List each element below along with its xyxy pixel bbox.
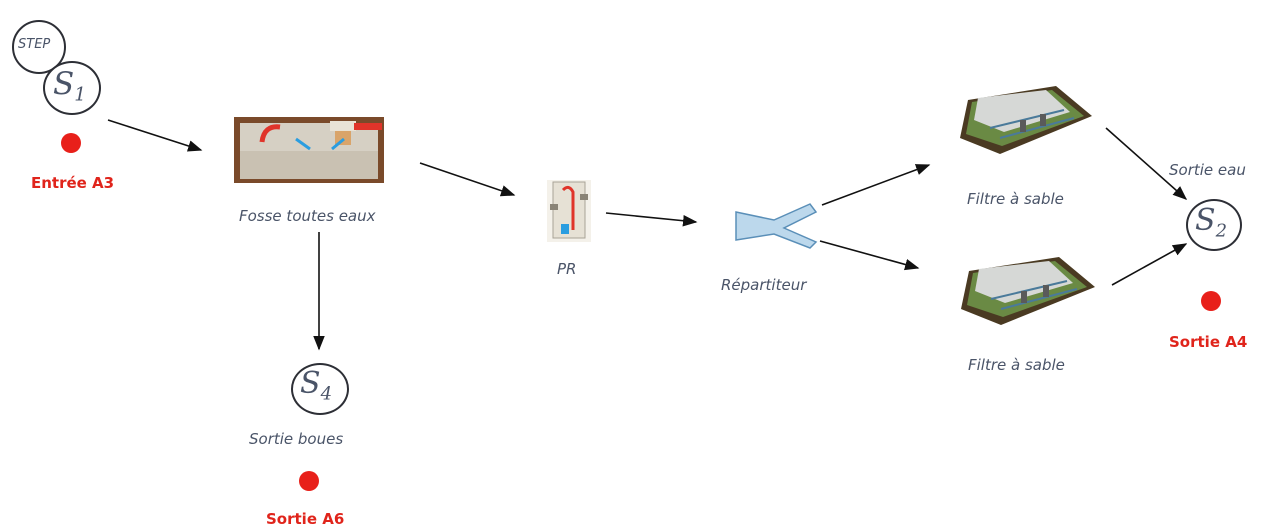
label-fosse: Fosse toutes eaux (239, 207, 376, 225)
sampling-label-entree: Entrée A3 (31, 174, 115, 192)
sampling-dot-a6 (299, 471, 319, 491)
label-sortie-eau: Sortie eau (1169, 161, 1246, 179)
sand-filter-image-top (960, 80, 1094, 160)
arrow-filter-top-to-s2 (1105, 127, 1188, 200)
s1-circle (43, 61, 101, 115)
arrow-s1-to-fosse (107, 119, 203, 152)
label-filtre-top: Filtre à sable (967, 190, 1064, 208)
s4-label: S4 (300, 366, 333, 405)
label-pr: PR (557, 260, 577, 278)
arrow-repartiteur-to-filter-top (821, 164, 931, 206)
sand-filter-image-bottom (961, 251, 1097, 331)
sampling-label-a6: Sortie A6 (266, 510, 345, 528)
sampling-label-a4: Sortie A4 (1169, 333, 1248, 351)
s4-circle (291, 363, 349, 415)
pumping-station-image (547, 180, 591, 242)
distributor-icon (735, 203, 818, 249)
label-repartiteur: Répartiteur (721, 276, 807, 294)
arrow-filter-bottom-to-s2 (1111, 243, 1188, 286)
s1-label: S1 (53, 66, 87, 106)
s2-label: S2 (1195, 203, 1228, 242)
sampling-dot-entree (61, 133, 81, 153)
step-label: STEP (18, 37, 51, 52)
s2-circle (1186, 199, 1242, 251)
sampling-dot-a4 (1201, 291, 1221, 311)
label-sortie-boues: Sortie boues (249, 430, 344, 448)
arrow-pr-to-repartiteur (605, 212, 698, 227)
label-filtre-bottom: Filtre à sable (968, 356, 1065, 374)
arrow-fosse-to-pr (419, 162, 516, 197)
septic-tank-image (234, 117, 384, 183)
arrow-repartiteur-to-filter-bottom (819, 240, 920, 271)
